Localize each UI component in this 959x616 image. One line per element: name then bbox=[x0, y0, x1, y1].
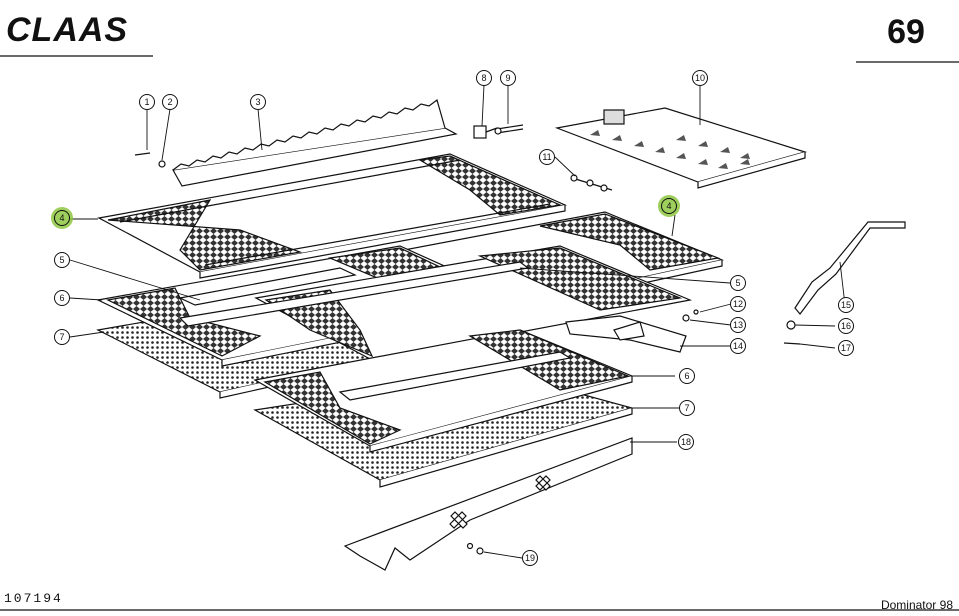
part-8-9-fasteners bbox=[473, 124, 524, 139]
callout-label-6a: 6 bbox=[59, 293, 64, 303]
part-11-bolt bbox=[570, 174, 613, 192]
callout-label-4a: 4 bbox=[59, 213, 64, 223]
part-4-upper-sieve-left bbox=[97, 153, 568, 279]
callout-label-15: 15 bbox=[841, 300, 851, 310]
callout-label-11: 11 bbox=[542, 152, 551, 162]
callout-label-12: 12 bbox=[733, 299, 743, 309]
part-3-toothed-strip bbox=[172, 98, 458, 187]
callout-label-4b: 4 bbox=[666, 201, 671, 211]
callout-label-6b: 6 bbox=[684, 371, 689, 381]
callout-circle-11 bbox=[539, 149, 555, 165]
part-1-2-screws bbox=[134, 152, 166, 168]
callout-circle-3 bbox=[250, 94, 266, 110]
callout-circle-6b bbox=[679, 368, 695, 384]
callout-circle-14 bbox=[730, 338, 746, 354]
callout-circle-5b bbox=[730, 275, 746, 291]
callout-label-18: 18 bbox=[681, 437, 691, 447]
callout-circle-4b bbox=[661, 198, 677, 214]
callout-label-16: 16 bbox=[841, 321, 851, 331]
part-6-sieve-right bbox=[253, 329, 634, 453]
part-10-sieve-plate bbox=[554, 107, 808, 189]
callout-circle-17 bbox=[838, 340, 854, 356]
callout-circle-7a bbox=[54, 329, 70, 345]
callout-circle-4a bbox=[54, 210, 70, 226]
callout-label-3: 3 bbox=[255, 97, 260, 107]
part-5-cross-bars bbox=[178, 261, 530, 327]
callout-label-19: 19 bbox=[525, 553, 535, 563]
callout-label-1: 1 bbox=[144, 97, 149, 107]
callout-label-14: 14 bbox=[733, 341, 743, 351]
callout-circle-13 bbox=[730, 317, 746, 333]
callout-label-9: 9 bbox=[505, 73, 510, 83]
callout-circle-19 bbox=[522, 550, 538, 566]
callout-circle-6a bbox=[54, 290, 70, 306]
header-rules bbox=[0, 55, 959, 611]
callout-circle-16 bbox=[838, 318, 854, 334]
callout-label-5a: 5 bbox=[59, 255, 64, 265]
callout-circle-1 bbox=[139, 94, 155, 110]
callout-label-17: 17 bbox=[841, 343, 851, 353]
page-number: 69 bbox=[887, 13, 925, 51]
callout-label-7b: 7 bbox=[684, 403, 689, 413]
callout-label-8: 8 bbox=[481, 73, 486, 83]
callout-circle-18 bbox=[678, 434, 694, 450]
callout-label-13: 13 bbox=[733, 320, 743, 330]
callout-circle-8 bbox=[476, 70, 492, 86]
part-18-side-plate bbox=[343, 437, 633, 571]
callout-label-2: 2 bbox=[167, 97, 172, 107]
leader-lines bbox=[69, 84, 846, 559]
machine-model: Dominator 98 bbox=[880, 598, 953, 612]
callout-circle-10 bbox=[692, 70, 708, 86]
claas-logo: CLAAS bbox=[6, 11, 129, 49]
callout-circle-12 bbox=[730, 296, 746, 312]
callout-label-7a: 7 bbox=[59, 332, 64, 342]
callout-label-10: 10 bbox=[695, 73, 705, 83]
callout-circle-15 bbox=[838, 297, 854, 313]
callout-label-5b: 5 bbox=[735, 278, 740, 288]
document-id: 107194 bbox=[4, 591, 63, 606]
callout-circle-5a bbox=[54, 252, 70, 268]
callout-circle-2 bbox=[162, 94, 178, 110]
callout-circle-9 bbox=[500, 70, 516, 86]
callout-markers bbox=[54, 70, 854, 566]
callout-labels: 1 2 3 4 4 5 5 6 6 7 7 8 9 10 11 12 13 14… bbox=[59, 73, 851, 563]
part-14-bracket bbox=[565, 309, 699, 353]
callout-circle-7b bbox=[679, 400, 695, 416]
